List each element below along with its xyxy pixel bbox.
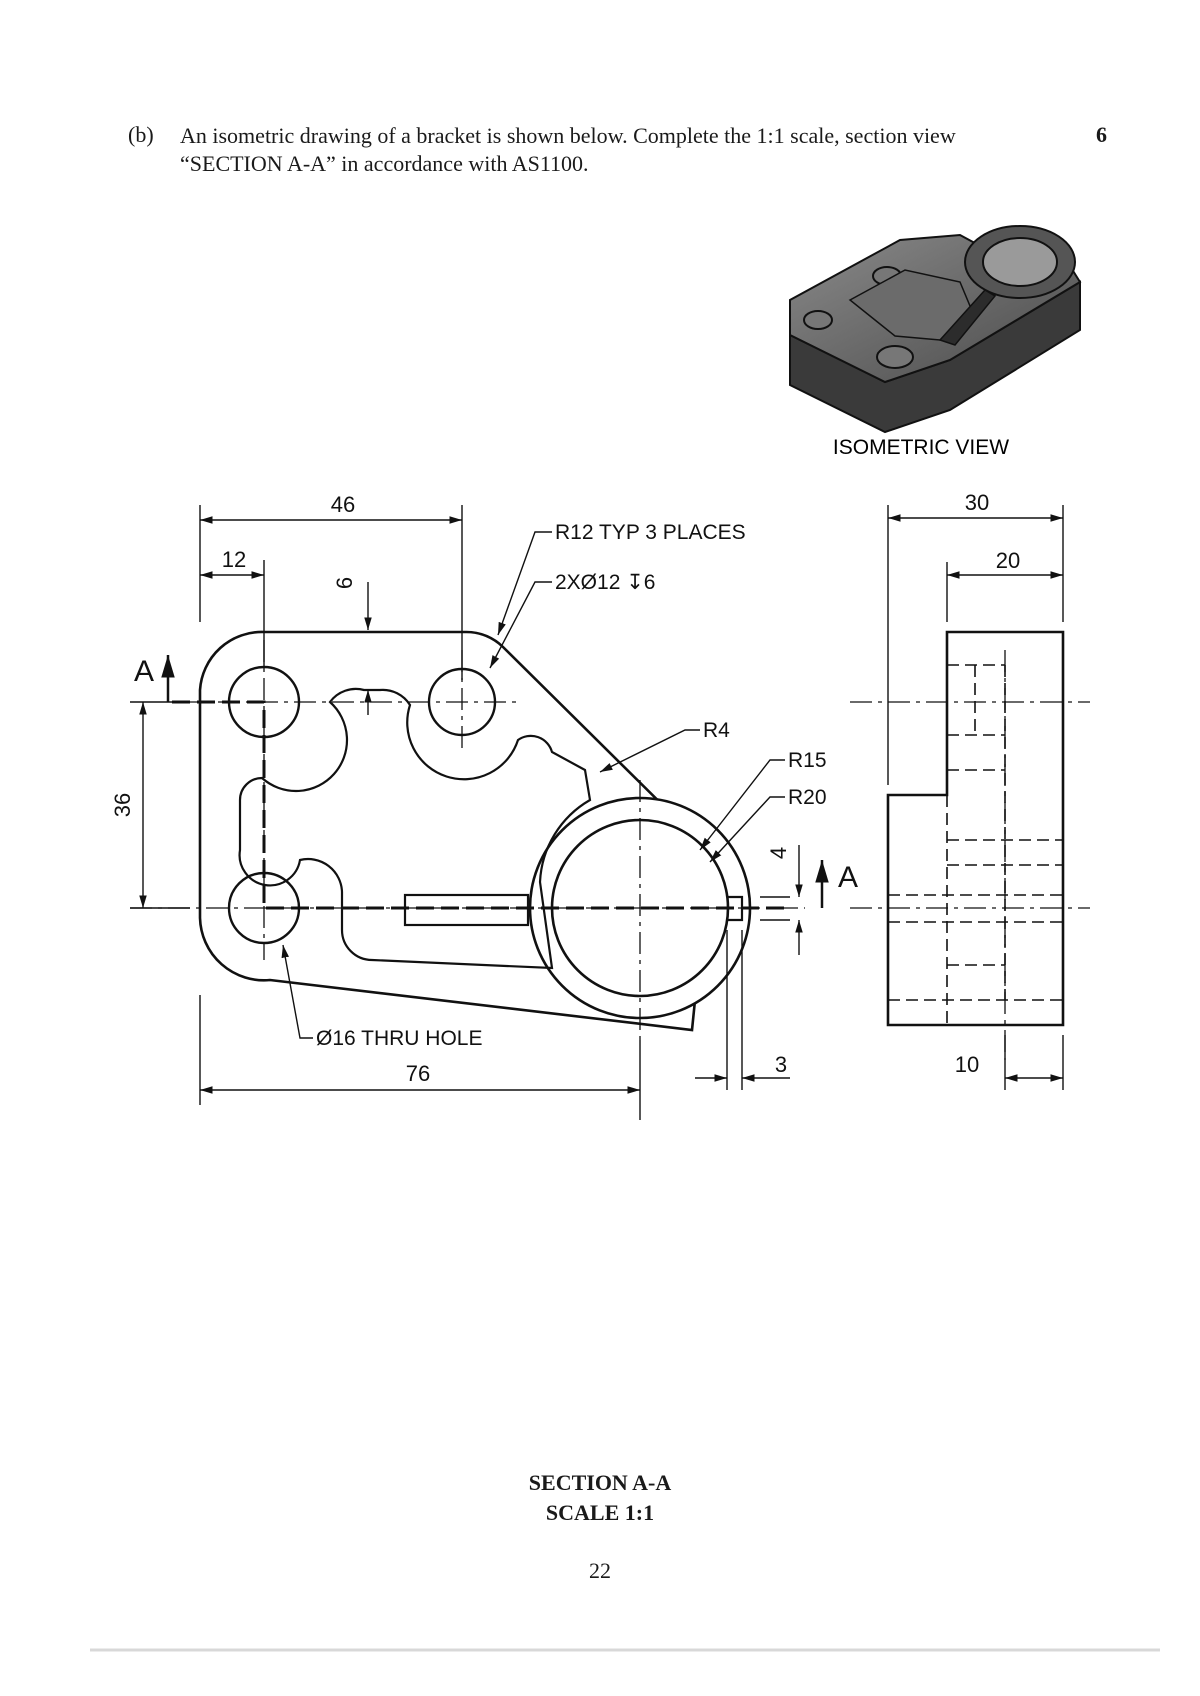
callout-thru-hole: Ø16 THRU HOLE — [316, 1027, 483, 1050]
dim-76: 76 — [406, 1061, 430, 1086]
dim-30: 30 — [965, 490, 989, 515]
dim-6: 6 — [332, 577, 357, 589]
isometric-caption: ISOMETRIC VIEW — [833, 436, 1009, 459]
isometric-view — [789, 225, 1082, 434]
section-title: SECTION A-A — [528, 1470, 672, 1495]
question-label: (b) — [128, 122, 154, 147]
callout-r15: R15 — [788, 749, 827, 772]
dim-20: 20 — [996, 548, 1020, 573]
dim-46: 46 — [331, 492, 355, 517]
side-center-lines — [850, 650, 1090, 1060]
iso-hole-3 — [876, 345, 914, 369]
side-view — [850, 630, 1090, 1060]
section-marker-left: A — [134, 655, 175, 702]
plan-dimensions — [130, 505, 803, 1120]
section-cutting-plane — [172, 700, 790, 910]
plan-view — [130, 630, 805, 1040]
key-slot — [403, 893, 530, 927]
section-caption: SECTION A-A SCALE 1:1 — [0, 1468, 1200, 1528]
page-number: 22 — [589, 1558, 611, 1583]
section-marker-left-label: A — [134, 655, 154, 688]
dim-36: 36 — [110, 793, 135, 817]
callout-holes: 2XØ12 ↧6 — [555, 571, 656, 594]
dim-12: 12 — [222, 547, 246, 572]
iso-hole-1 — [803, 310, 833, 330]
side-dimensions — [887, 505, 1064, 1090]
section-marker-right: A — [815, 860, 858, 908]
question-marks: 6 — [1096, 122, 1107, 147]
side-hidden-lines — [888, 664, 1063, 1025]
dim-3: 3 — [775, 1052, 787, 1077]
question-text: An isometric drawing of a bracket is sho… — [180, 122, 1040, 178]
question-text-line-2: “SECTION A-A” in accordance with AS1100. — [180, 151, 589, 176]
section-scale: SCALE 1:1 — [545, 1500, 655, 1525]
callout-r20: R20 — [788, 786, 827, 809]
callout-r4: R4 — [703, 719, 730, 742]
iso-boss-bore — [982, 237, 1058, 287]
pocket-outline — [238, 687, 592, 970]
iso-rib — [938, 289, 997, 346]
dim-10: 10 — [955, 1052, 979, 1077]
section-marker-right-label: A — [838, 861, 858, 894]
callout-r12: R12 TYP 3 PLACES — [555, 521, 746, 544]
bracket-outline — [198, 630, 712, 1032]
dim-4: 4 — [766, 847, 791, 859]
question-text-line-1: An isometric drawing of a bracket is sho… — [180, 123, 956, 148]
